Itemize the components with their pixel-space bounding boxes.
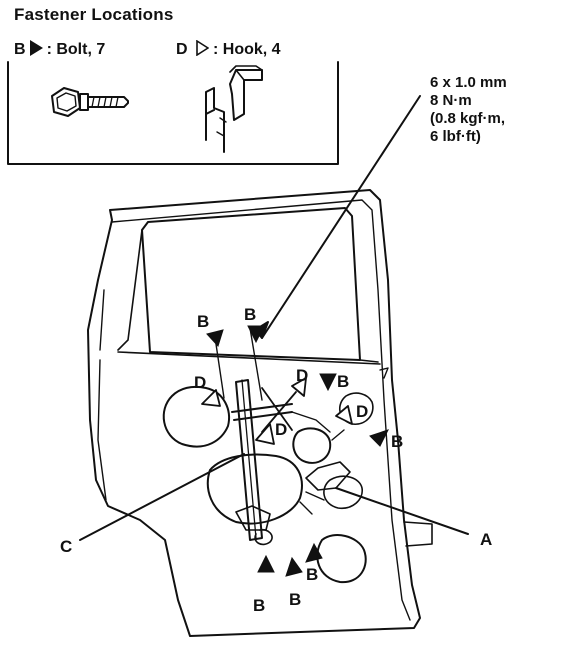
filled-triangle-icon [29, 40, 43, 56]
hook-marker-2 [291, 377, 307, 397]
spec-line-1: 6 x 1.0 mm [430, 74, 507, 91]
callout-b-5: B [253, 596, 266, 615]
bolt-icon [51, 87, 129, 117]
leader-line-a [335, 487, 469, 535]
legend-bolt-text: : Bolt, 7 [46, 41, 106, 58]
callout-b-3: B [337, 372, 350, 391]
callout-b-1: B [197, 312, 210, 331]
callout-d-2: D [296, 366, 309, 385]
callout-d-3: D [356, 402, 369, 421]
regulator-motor [292, 427, 332, 464]
bolt-marker-3 [319, 373, 337, 392]
callout-b-7: B [306, 565, 319, 584]
hook-marker-3 [335, 405, 353, 425]
access-hole-upper [162, 385, 230, 448]
legend-title: Fastener Locations [14, 5, 174, 24]
legend-bolt: B : Bolt, 7 [14, 40, 105, 59]
hook-icon [205, 65, 263, 153]
bolt-marker-6 [285, 556, 303, 577]
bolt-marker-5 [257, 554, 275, 573]
callout-b-4: B [391, 432, 404, 451]
callout-b-6: B [289, 590, 302, 609]
open-triangle-icon [196, 40, 210, 56]
bolt-marker-7 [305, 542, 323, 563]
callout-b-2: B [244, 305, 257, 324]
bolt-marker-1 [206, 329, 224, 347]
hook-marker-1 [201, 389, 221, 407]
bolt-marker-4 [369, 429, 389, 447]
legend-hook-letter: D [176, 41, 188, 58]
spec-line-3: (0.8 kgf·m, [430, 110, 506, 127]
spec-line-4: 6 lbf·ft) [430, 128, 481, 145]
legend-hook-text: : Hook, 4 [213, 41, 281, 58]
hook-marker-4 [255, 423, 275, 445]
door-outline [87, 189, 421, 637]
callout-d-1: D [194, 373, 207, 392]
regulator-rail [235, 379, 263, 541]
callout-a: A [480, 530, 493, 549]
leader-line-c [79, 453, 245, 541]
access-hole-middle [206, 453, 303, 525]
legend-frame [7, 61, 339, 165]
access-hole-lower [316, 534, 367, 584]
callout-d-4: D [275, 420, 288, 439]
spec-leader-line [261, 95, 421, 339]
spec-line-2: 8 N·m [430, 92, 472, 109]
legend-hook: D : Hook, 4 [176, 40, 281, 59]
callout-c: C [60, 537, 73, 556]
legend-bolt-letter: B [14, 41, 26, 58]
bolt-marker-2 [247, 325, 265, 344]
